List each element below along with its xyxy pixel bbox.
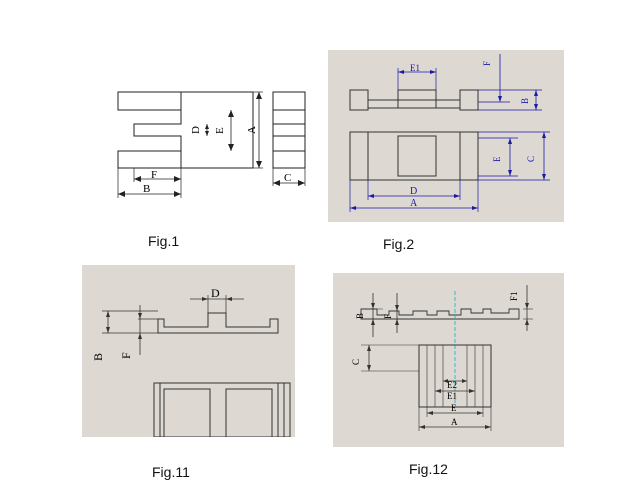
fig1-label-a: A <box>246 126 258 134</box>
fig12-label-e1: E1 <box>447 391 457 401</box>
fig12-label-b: B <box>355 313 365 319</box>
fig1-label-b: B <box>143 183 150 195</box>
fig2-label-e1: E1 <box>410 63 420 73</box>
fig1-label-d: D <box>190 126 202 134</box>
fig11-panel: D B F <box>82 265 295 438</box>
fig11-label-b: B <box>91 353 105 361</box>
fig11-drawing: D B F <box>91 286 291 438</box>
fig2-bottom-body <box>349 131 479 181</box>
fig12-caption: Fig.12 <box>409 461 448 477</box>
fig1-side-view <box>272 91 306 169</box>
fig11-label-f: F <box>119 352 133 359</box>
fig2-panel: E1 F B E C D <box>328 50 564 222</box>
fig12-label-f: F <box>383 314 393 319</box>
fig12-label-a: A <box>451 417 458 427</box>
fig12-panel: B F F1 C E2 E1 <box>333 273 564 447</box>
fig2-bottom-center <box>397 135 437 177</box>
fig1-label-e: E <box>214 127 226 134</box>
fig12-label-c: C <box>351 359 361 365</box>
fig1-drawing: A E D F B C <box>117 91 306 198</box>
fig12-bottom-body <box>418 344 492 408</box>
fig2-label-d: D <box>410 186 417 197</box>
fig2-top-center <box>397 89 437 109</box>
fig1-panel: A E D F B C <box>105 80 315 210</box>
fig11-lower-body <box>153 382 291 438</box>
fig12-label-f1: F1 <box>509 291 519 301</box>
fig11-profile <box>157 312 279 334</box>
fig12-top-profile <box>360 308 520 320</box>
fig2-label-b: B <box>520 98 530 104</box>
fig12-drawing: B F F1 C E2 E1 <box>351 285 533 431</box>
fig12-label-e2: E2 <box>447 380 457 390</box>
fig2-top-flange-left <box>349 89 369 111</box>
fig11-label-d: D <box>211 286 220 300</box>
fig1-label-f: F <box>151 169 157 181</box>
fig12-label-e: E <box>451 403 457 413</box>
fig1-caption: Fig.1 <box>148 233 180 249</box>
fig2-caption: Fig.2 <box>383 236 415 252</box>
fig2-label-a: A <box>410 198 418 209</box>
fig2-drawing: E1 F B E C D <box>349 54 550 212</box>
fig2-top-flange-right <box>459 89 479 111</box>
fig1-label-c: C <box>284 172 291 184</box>
fig2-label-c: C <box>526 156 536 162</box>
fig11-caption: Fig.11 <box>152 464 190 480</box>
fig1-e-core <box>117 91 254 169</box>
fig2-label-f: F <box>482 61 492 66</box>
fig2-label-e: E <box>492 156 502 162</box>
